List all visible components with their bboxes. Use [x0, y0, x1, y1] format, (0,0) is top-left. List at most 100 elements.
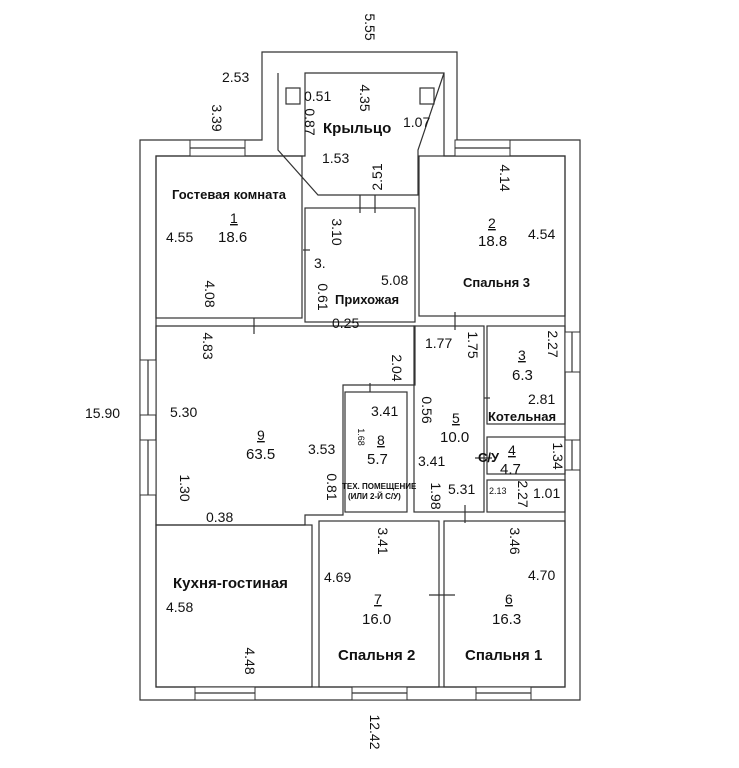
room-boiler: 2.27 3 6.3 2.81 Котельная — [488, 330, 561, 424]
kitchen-living-dim-1: 4.48 — [242, 647, 258, 674]
living-dim-1: 5.30 — [170, 404, 197, 420]
entry-dim-5: 2.04 — [389, 354, 405, 381]
dim-porch-wall-a: 2.53 — [222, 69, 249, 85]
room-guest-area: 18.6 — [218, 229, 247, 246]
doors — [253, 195, 492, 596]
room-living: 4.83 5.30 9 63.5 3.53 1.30 0.81 0.38 — [170, 332, 340, 525]
bedroom1-name: Спальня 1 — [465, 647, 542, 664]
dim-porch-wall-b: 3.39 — [209, 104, 225, 131]
entry-dim-3: 0.61 — [315, 283, 331, 310]
wall-boiler-room — [486, 325, 566, 425]
porch-dim-5: 2.51 — [369, 163, 385, 190]
bedroom2-area: 16.0 — [362, 611, 391, 628]
room-bedroom3-dim-1: 4.54 — [528, 226, 555, 242]
room-bedroom-2: 3.41 4.69 7 16.0 Спальня 2 — [324, 527, 415, 664]
tech-number: 8 — [377, 432, 385, 448]
room-wc: С/У 4 4.7 1.34 2.27 2.13 1.01 — [478, 442, 566, 508]
living-area: 63.5 — [246, 446, 275, 463]
boiler-area: 6.3 — [512, 367, 533, 384]
room-bedroom-1: 3.46 4.70 6 16.3 Спальня 1 — [465, 527, 555, 664]
room-kitchen-living: Кухня-гостиная 4.58 4.48 — [166, 575, 288, 675]
porch-column-right — [419, 87, 435, 105]
dim-total-height: 15.90 — [85, 405, 120, 421]
porch-name: Крыльцо — [323, 120, 391, 137]
porch-dim-4: 1.53 — [322, 150, 349, 166]
room-guest-name: Гостевая комната — [172, 187, 287, 202]
wc-dim-3: 1.01 — [533, 485, 560, 501]
kitchen-living-dim-0: 4.58 — [166, 599, 193, 615]
bedroom2-number: 7 — [374, 591, 382, 607]
living-dim-0: 4.83 — [200, 332, 216, 359]
wc-number: 4 — [508, 442, 516, 458]
hall-dim-5: 5.31 — [448, 481, 475, 497]
kitchen-living-name: Кухня-гостиная — [173, 575, 288, 592]
boiler-dim-0: 2.27 — [545, 330, 561, 357]
living-dim-2: 1.30 — [177, 474, 193, 501]
porch-dim-2: 0.87 — [302, 108, 318, 135]
room-guest-number: 1 — [230, 210, 238, 226]
dim-total-width: 12.42 — [367, 714, 383, 749]
bedroom1-dim-1: 4.70 — [528, 567, 555, 583]
room-guest-dim-1: 4.08 — [202, 280, 218, 307]
entry-dim-4: 0.25 — [332, 315, 359, 331]
entry-dim-0: 3.10 — [329, 218, 345, 245]
wall-tech-room — [344, 391, 408, 513]
room-guest: Гостевая комната 1 18.6 4.55 4.08 — [166, 187, 287, 308]
tech-dim-0: 3.41 — [371, 403, 398, 419]
hall-dim-1: 1.75 — [465, 331, 481, 358]
bedroom1-dim-0: 3.46 — [507, 527, 523, 554]
bedroom2-name: Спальня 2 — [338, 647, 415, 664]
walls — [139, 51, 581, 701]
tech-dim-1: 1.68 — [356, 428, 366, 446]
windows — [139, 139, 581, 701]
wall-hall — [413, 325, 485, 513]
room-bedroom3-area: 18.8 — [478, 233, 507, 250]
tech-area: 5.7 — [367, 451, 388, 468]
overall-dimensions: 5.55 2.53 3.39 15.90 12.42 — [85, 13, 383, 749]
wc-dim-0: 1.34 — [550, 442, 566, 469]
room-tech: 3.41 1.68 8 5.7 ТЕХ. ПОМЕЩЕНИЕ (ИЛИ 2-Й … — [342, 403, 417, 501]
bedroom2-dim-1: 4.69 — [324, 569, 351, 585]
porch-dim-1: 4.35 — [357, 84, 373, 111]
entry-name: Прихожая — [335, 292, 399, 307]
tech-name-2: (ИЛИ 2-Й С/У) — [348, 492, 401, 501]
hall-dim-0: 1.77 — [425, 335, 452, 351]
bedroom1-number: 6 — [505, 591, 513, 607]
wc-dim-2: 2.13 — [489, 486, 507, 496]
tech-name: ТЕХ. ПОМЕЩЕНИЕ — [342, 482, 417, 491]
room-bedroom3-number: 2 — [488, 215, 496, 231]
living-dim-3: 0.38 — [206, 509, 233, 525]
room-bedroom3-name: Спальня 3 — [463, 275, 530, 290]
porch-column-left — [285, 87, 301, 105]
entry-dim-1: 3. — [314, 255, 326, 271]
hall-dim-4: 1.98 — [428, 482, 444, 509]
room-entry-hall: 3.10 3. 5.08 0.61 Прихожая 0.25 2.04 — [314, 218, 408, 381]
boiler-name: Котельная — [488, 409, 556, 424]
wc-area: 4.7 — [500, 461, 521, 478]
room-hall: 1.77 1.75 0.56 5 10.0 3.41 1.98 5.31 — [418, 331, 481, 509]
porch-inner-wall — [277, 72, 445, 196]
boiler-dim-1: 2.81 — [528, 391, 555, 407]
entry-dim-2: 5.08 — [381, 272, 408, 288]
hall-dim-3: 3.41 — [418, 453, 445, 469]
porch-dim-0: 0.51 — [304, 88, 331, 104]
living-number: 9 — [257, 427, 265, 443]
hall-area: 10.0 — [440, 429, 469, 446]
room-bedroom3-dim-0: 4.14 — [497, 164, 513, 191]
porch-dim-3: 1.07 — [403, 114, 430, 130]
wall-wc-lower — [486, 479, 566, 513]
porch: Крыльцо 0.51 4.35 0.87 1.07 1.53 2.51 — [302, 84, 430, 190]
room-bedroom-3: 4.14 2 18.8 4.54 Спальня 3 — [463, 164, 555, 290]
wc-dim-1: 2.27 — [515, 480, 531, 507]
bedroom2-dim-0: 3.41 — [375, 527, 391, 554]
living-dim-4: 3.53 — [308, 441, 335, 457]
boiler-number: 3 — [518, 347, 526, 363]
wc-name: С/У — [478, 450, 500, 465]
hall-dim-2: 0.56 — [419, 396, 435, 423]
living-dim-5: 0.81 — [324, 473, 340, 500]
bedroom1-area: 16.3 — [492, 611, 521, 628]
room-guest-dim-0: 4.55 — [166, 229, 193, 245]
dim-porch-width: 5.55 — [362, 13, 378, 40]
hall-number: 5 — [452, 410, 460, 426]
